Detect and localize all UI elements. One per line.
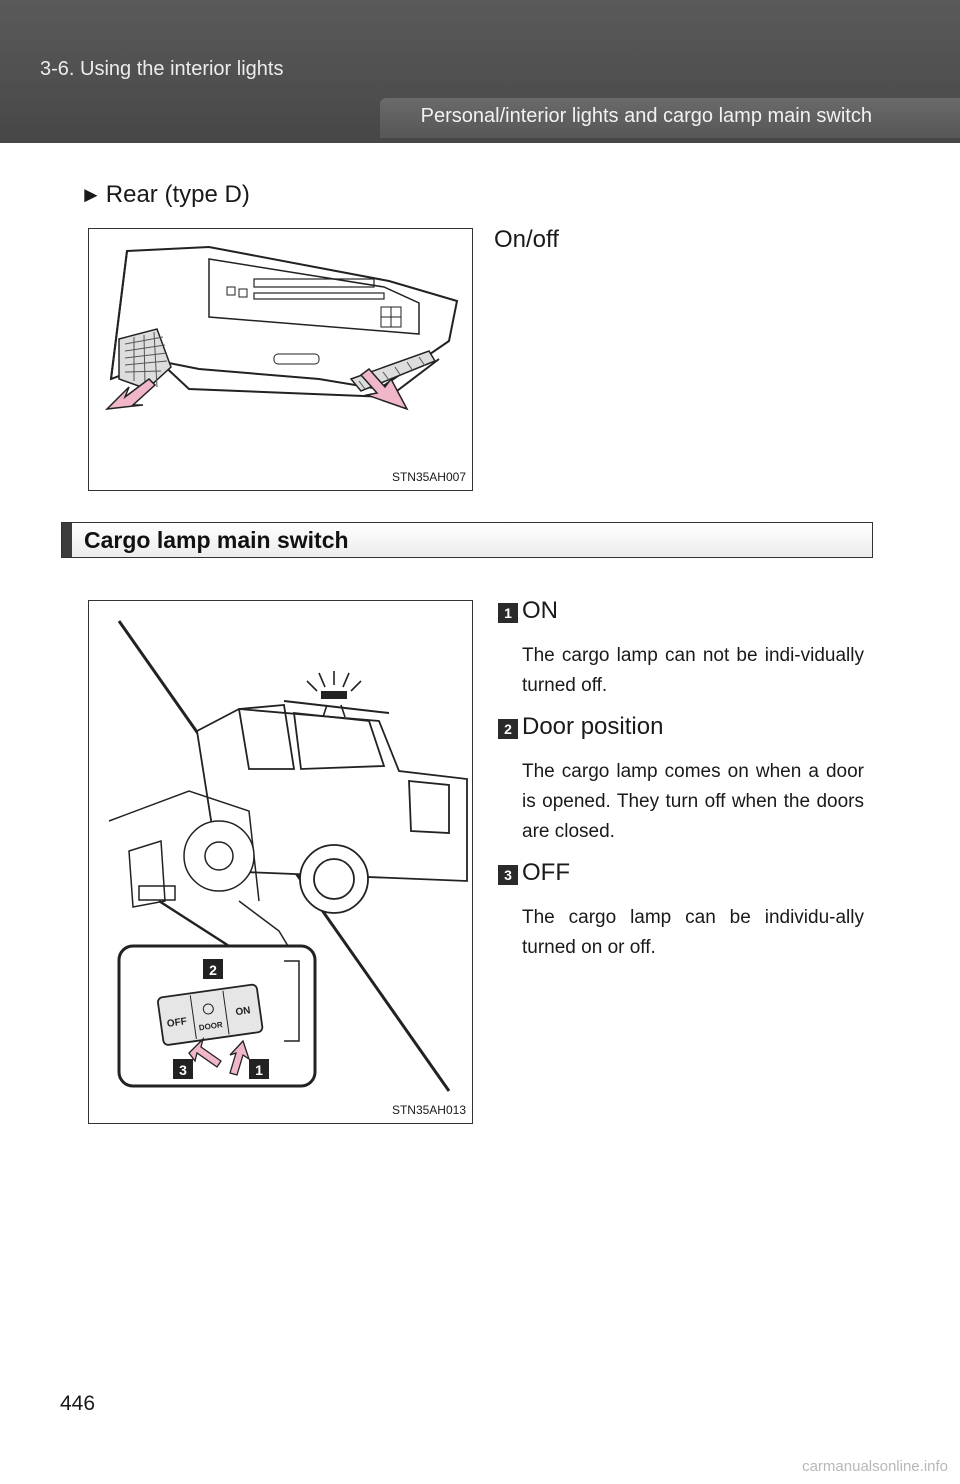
section-title: Cargo lamp main switch (84, 527, 349, 553)
figure-code: STN35AH007 (391, 470, 466, 484)
overhead-console-illustration (104, 245, 459, 411)
page-number: 446 (60, 1392, 96, 1415)
cargo-lamp-figure: OFF DOOR ON 2 3 1 STN35AH013 (88, 600, 473, 1124)
item-description: The cargo lamp can be individu-ally turn… (522, 907, 864, 958)
header-tab (380, 98, 960, 138)
callout-badge: 1 (255, 1062, 263, 1078)
number-badge: 1 (498, 603, 518, 623)
watermark[interactable]: carmanualsonline.info (802, 1458, 948, 1475)
header-subtitle: Personal/interior lights and cargo lamp … (420, 105, 872, 127)
switch-label-door: DOOR (198, 1020, 223, 1032)
number-badge: 3 (498, 865, 518, 885)
arrow-off-icon (188, 1036, 222, 1068)
arrow-on-icon (229, 1039, 251, 1076)
triangle-bullet-icon: ► (80, 182, 102, 207)
overhead-console-figure: STN35AH007 (88, 228, 473, 491)
item-title: ON (522, 597, 558, 624)
cargo-lamp-illustration: OFF DOOR ON 2 3 1 (108, 620, 468, 1092)
on-off-caption: On/off (494, 226, 559, 253)
arrow-right-icon (359, 367, 409, 411)
page-header: 3-6. Using the interior lights Personal/… (0, 0, 960, 143)
section-heading-bar: Cargo lamp main switch (61, 522, 873, 558)
callout-badge: 3 (179, 1062, 187, 1078)
switch-label-off: OFF (166, 1016, 187, 1030)
section-heading-accent (62, 523, 72, 557)
item-title: OFF (522, 859, 570, 886)
figure-code: STN35AH013 (391, 1103, 466, 1117)
rear-type-d-heading: ►Rear (type D) (80, 181, 250, 209)
door-symbol-icon (202, 1003, 214, 1015)
item-description: The cargo lamp comes on when a door is o… (522, 761, 864, 842)
cargo-light-icon (321, 691, 347, 699)
item-title: Door position (522, 713, 664, 740)
callout-badge: 2 (209, 962, 217, 978)
section-label: 3-6. Using the interior lights (40, 58, 284, 80)
arrow-left-icon (104, 378, 157, 410)
number-badge: 2 (498, 719, 518, 739)
rear-type-d-heading-text: Rear (type D) (105, 181, 250, 208)
item-description: The cargo lamp can not be indi-vidually … (522, 645, 864, 696)
switch-label-on: ON (235, 1005, 251, 1018)
